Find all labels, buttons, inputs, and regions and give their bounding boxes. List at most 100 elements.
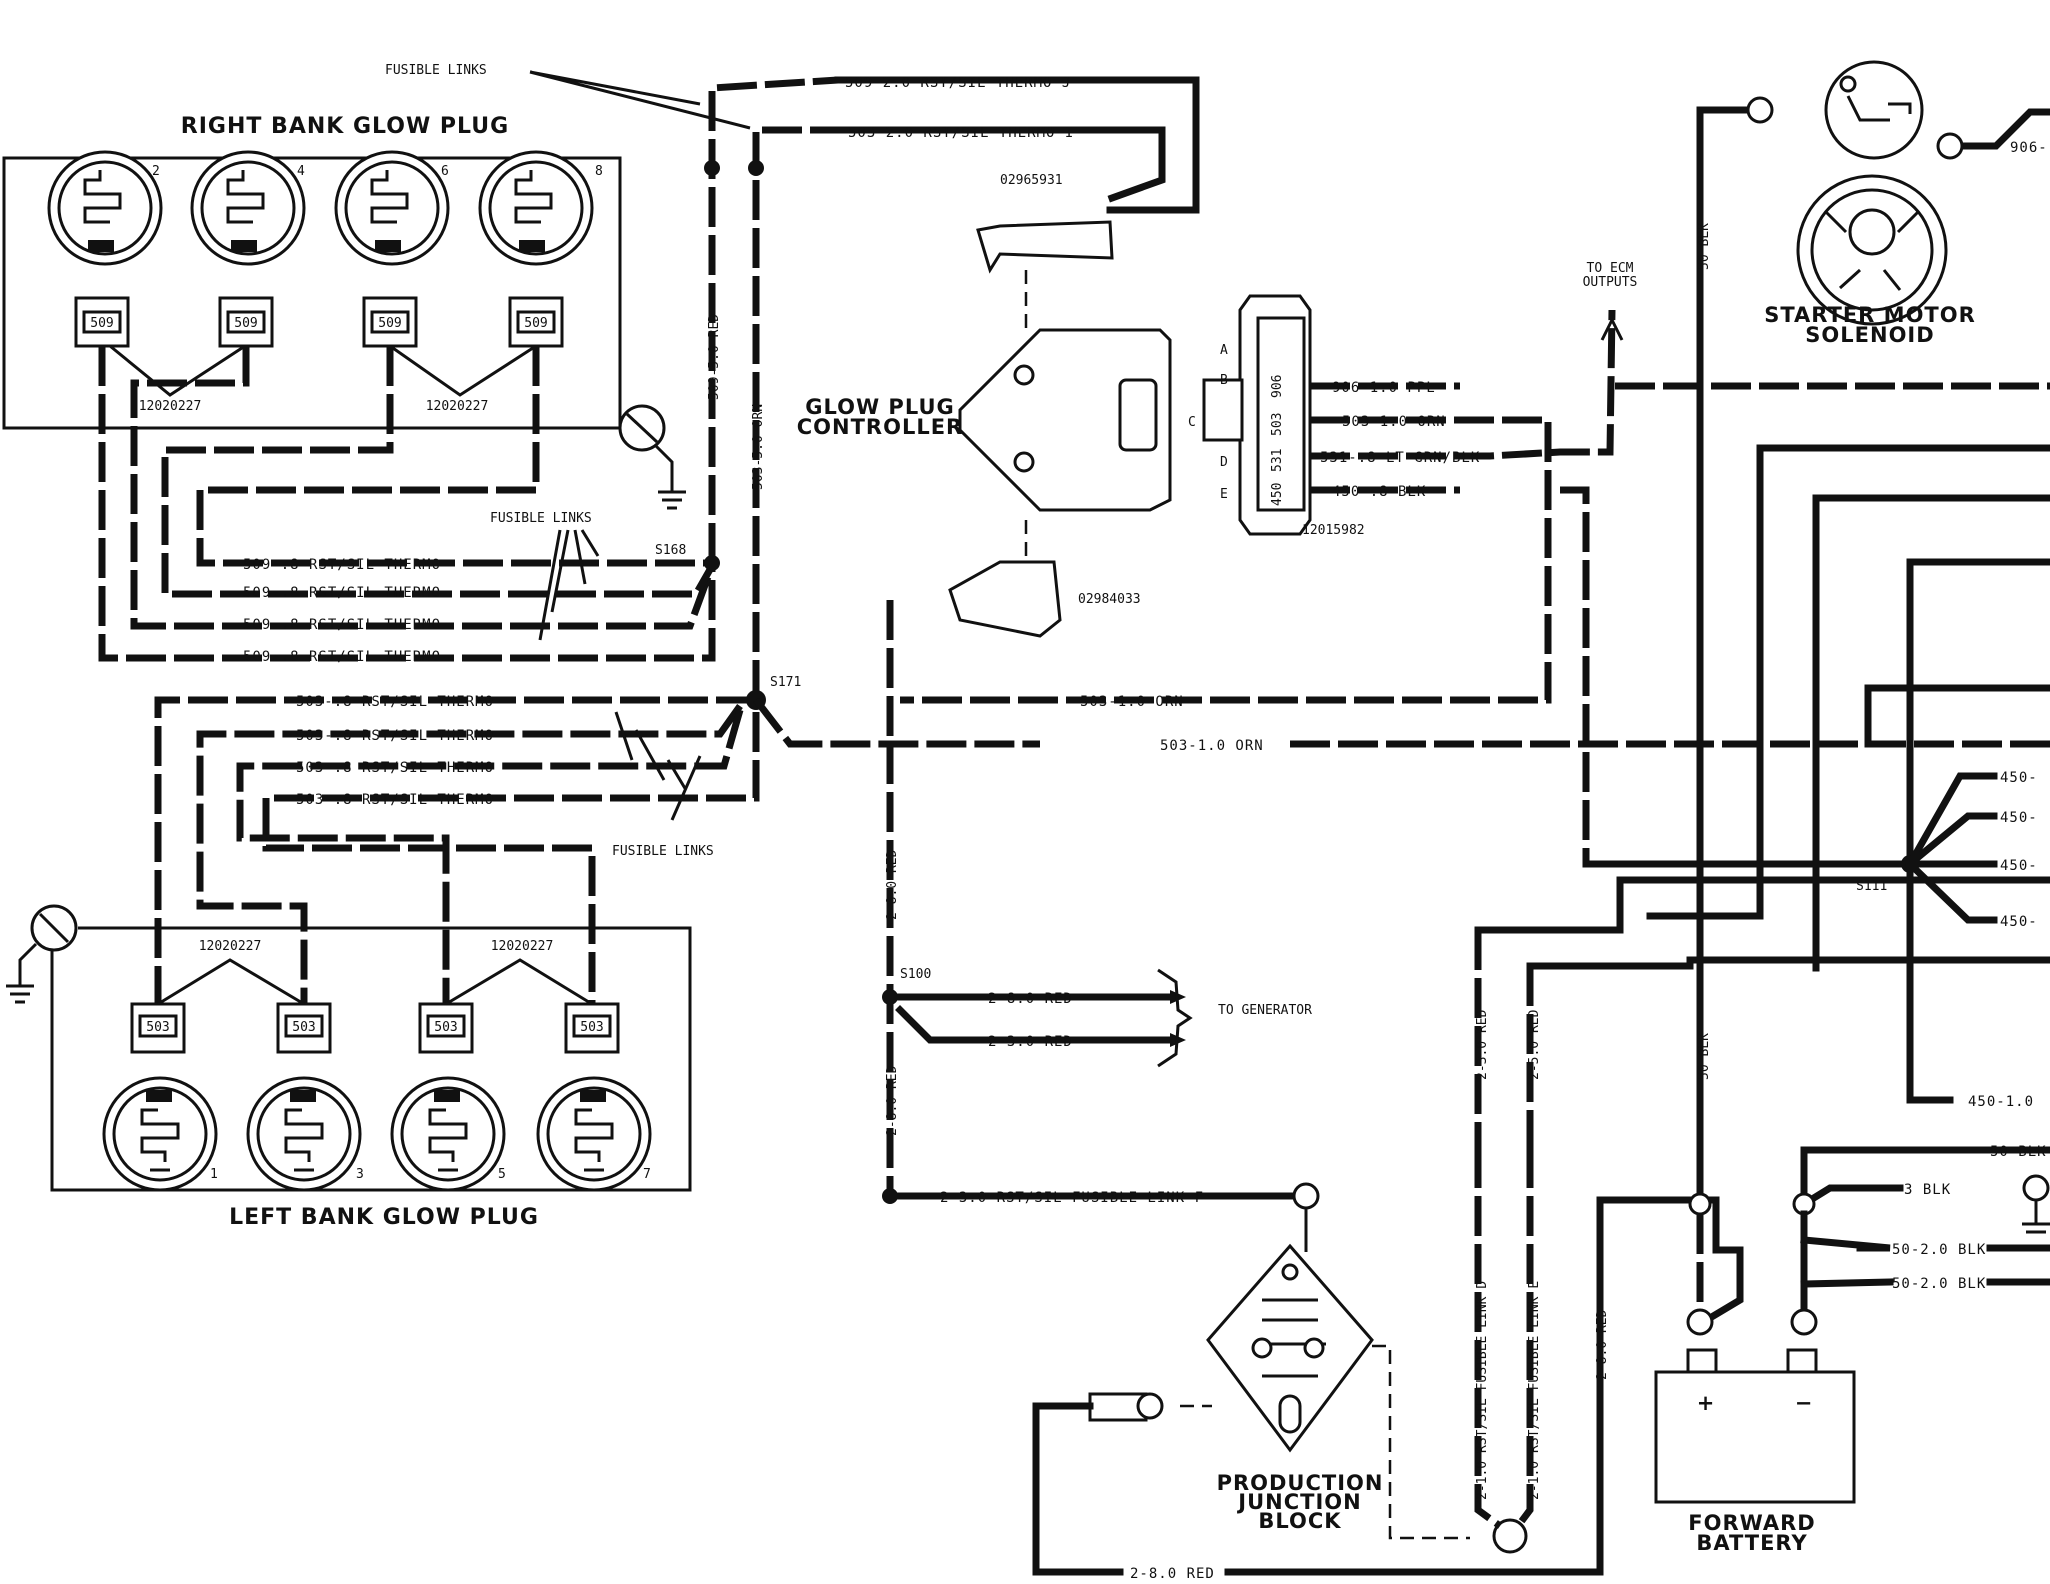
pin-letter: E [1220,487,1228,502]
right-bank-wires: 509-.8 RST/SIL THERMO 509-.8 RST/SIL THE… [98,346,720,665]
wire-503-thermo-3 [236,709,744,1016]
wire-503-i [834,126,1166,203]
generator-brace [1157,968,1193,1068]
wire-label: 2-8.0 RED [885,849,900,920]
glow-plug-2: 2 [47,150,163,266]
wire-2-5-red [1515,966,1534,1529]
glow-plug-8: 8 [478,150,603,266]
pin-letter: C [1188,415,1196,430]
wire-label: 503-.8 RST/SIL THERMO [296,728,494,744]
ground-icon [658,490,686,510]
wire-label: 503-1.0 ORN [1160,738,1264,754]
wire-label: 503-.8 RST/SIL THERMO [296,760,494,776]
wire-label: 50-2.0 BLK [1892,1242,1986,1258]
wire-label: 2-8.0 RED [1595,1309,1610,1380]
wire-2-3-red-top [1474,876,2050,934]
left-bank-outline [50,926,692,1192]
solenoid-terminal-cap [1824,60,1924,160]
wire-50-blk-r [1800,1146,2050,1208]
part-callout [109,344,246,397]
ground-icon [2022,1200,2050,1234]
wire-label: 503-1.0 ORN [1080,694,1184,710]
part-number-12015982: 12015982 [1302,523,1365,538]
battery-plus: + [1697,1391,1716,1415]
splice-label: S171 [770,675,801,690]
wire-450-cut [1905,812,1998,869]
battery-title: BATTERY [1696,1531,1807,1555]
wire-2-3-red [1474,930,1503,1529]
battery-minus: − [1795,1391,1814,1415]
right-bank-outline [2,156,622,430]
wire-label: 450- [2000,914,2038,930]
plug-number: 2 [152,164,160,179]
glow-plug-1: 1 [102,1076,218,1192]
wire-label: 50 BLK [1990,1144,2047,1160]
wire-label: 503-5.0 ORN [751,404,766,490]
wire-label: 509-2.0 RST/SIL THERMO J [845,75,1071,91]
plug-number: 4 [297,164,305,179]
junction-block-title: BLOCK [1258,1509,1341,1533]
splice-label: S168 [655,543,686,558]
junction-block-body [1206,1243,1374,1453]
ground-icon [6,984,34,1004]
bus-wire [1864,684,2050,748]
pin-letter: D [1220,455,1228,470]
cavity-number: 906 [1270,375,1285,398]
fusible-links-arrows [538,529,600,641]
starter-motor-solenoid: STARTER MOTOR SOLENOID 50 BLK 50 BLK 906… [1696,60,2050,1200]
junction-block-title: PRODUCTION [1217,1471,1384,1495]
wire-label: 2-8.0 RED [1130,1566,1215,1582]
wire-label: 906- [2010,140,2048,156]
glow-plug-6: 6 [334,150,450,266]
wire-label: 50-2.0 BLK [1892,1276,1986,1292]
left-bank-wires: S171 503-.8 RST/SIL THERMO 503-.8 RST/SI… [154,675,801,1016]
wire-503-orn [900,416,1552,704]
wire-label: 503-.8 RST/SIL THERMO [296,792,494,808]
wire-50-2-blk [1800,1278,2050,1288]
generator-label: TO GENERATOR [1218,1003,1312,1018]
wire-3-blk [1799,1184,1904,1209]
fusible-links-arrows [529,70,751,130]
wire-label: 2-3.0 RST/SIL FUSIBLE LINK F [940,1190,1204,1206]
plug-number: 3 [356,1167,364,1182]
wire-531-lt-grn-blk [1310,309,1616,460]
controller-title: GLOW PLUG [805,395,955,419]
junction-dashed-connection [1372,1344,1470,1540]
battery-body [1654,1370,1856,1504]
connector-label: 503 [434,1020,457,1035]
glow-plug-controller-group: 02965931 GLOW PLUG CONTROLLER 02984033 A… [797,173,1365,638]
connector-label: 509 [524,316,547,331]
pin-letter: B [1220,373,1228,388]
bus-wire [1812,494,2050,972]
top-fusible-links: FUSIBLE LINKS 509-2.0 RST/SIL THERMO J 5… [385,63,1200,700]
wire-label: 503-1.0 ORN [1342,414,1446,430]
connector-label: 503 [146,1020,169,1035]
right-bank-glow-plug-group: RIGHT BANK GLOW PLUG 2 4 6 8 [2,114,686,510]
wire-50-blk [1696,106,1748,1200]
part-number-12020227: 12020227 [139,399,202,414]
ground-wire [654,444,674,492]
wire-503-thermo-4 [262,712,760,1016]
wire-label: 450- [2000,810,2038,826]
part-callout [445,958,593,1006]
connector-label: 503 [580,1020,603,1035]
splice-s100 [882,989,898,1005]
part-number-02965931: 02965931 [1000,173,1063,188]
wire-label: 509-.8 RST/SIL THERMO [243,557,441,573]
wire-label: 50 BLK [1697,223,1712,270]
connector-housing-top [976,220,1114,274]
wire-50-2-blk [1800,1236,2050,1252]
part-number-12020227: 12020227 [199,939,262,954]
wire-509-thermo-4 [98,346,716,662]
right-bank-title: RIGHT BANK GLOW PLUG [181,114,509,139]
part-number-12020227: 12020227 [491,939,554,954]
wire-label: 906-1.0 PPL [1332,380,1436,396]
ground-wire [18,942,38,986]
glow-plug-5: 5 [390,1076,506,1192]
wire-503-1-orn [753,697,2050,748]
forward-battery: + − FORWARD BATTERY [1654,1192,1856,1555]
part-number-02984033: 02984033 [1078,592,1141,607]
wire-label: 450-.8 BLK [1332,484,1426,500]
wire-503-thermo-1 [154,696,756,1016]
wire-label: 2-1.0 RST/SIL FUSIBLE LINK E [1527,1281,1542,1500]
